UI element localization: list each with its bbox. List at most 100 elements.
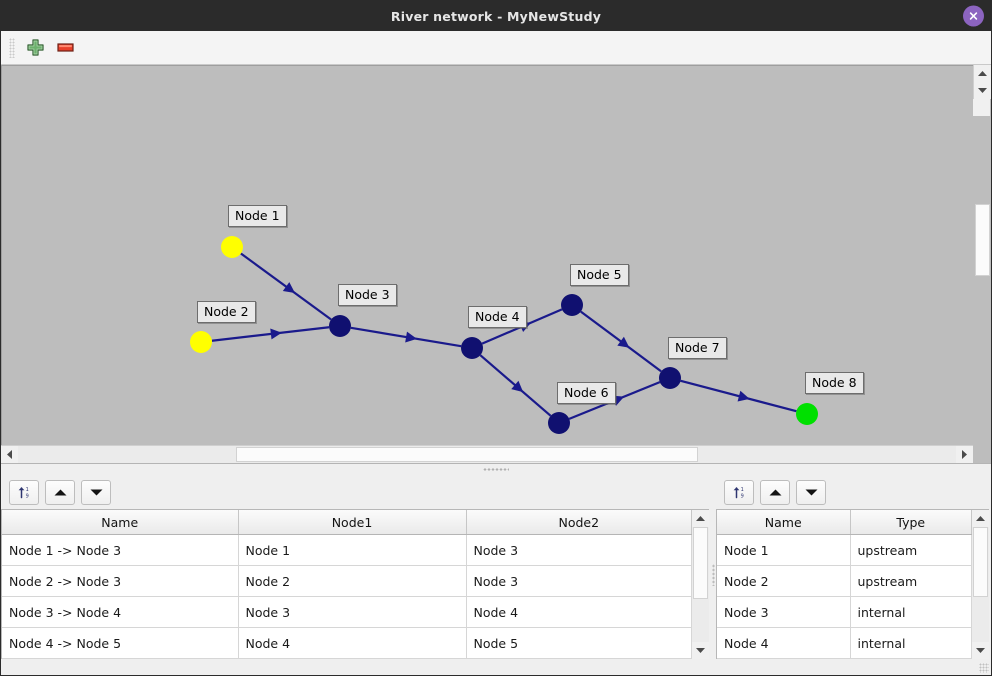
scroll-right-arrow-icon[interactable] bbox=[956, 446, 973, 463]
panel-splitter[interactable] bbox=[1, 463, 991, 475]
table-cell[interactable]: Node 1 -> Node 3 bbox=[2, 534, 239, 566]
graph-node-node-7[interactable] bbox=[659, 367, 681, 389]
table-cell[interactable]: Node 4 bbox=[238, 627, 467, 659]
graph-edge[interactable] bbox=[211, 326, 330, 342]
node-vscroll-thumb[interactable] bbox=[973, 527, 988, 597]
branch-vscroll-thumb[interactable] bbox=[693, 527, 709, 599]
table-cell[interactable]: Node 3 bbox=[466, 565, 693, 597]
table-cell[interactable]: Node 3 bbox=[466, 534, 693, 566]
graph-node-node-2[interactable] bbox=[190, 331, 212, 353]
sort-ascending-icon[interactable]: 1 9 bbox=[724, 479, 754, 505]
arrow-down-icon[interactable] bbox=[81, 479, 111, 505]
scroll-left-arrow-icon[interactable] bbox=[1, 446, 18, 463]
splitter-grip-icon bbox=[483, 468, 509, 471]
graph-edge[interactable] bbox=[240, 252, 332, 321]
table-cell[interactable]: Node 3 -> Node 4 bbox=[2, 596, 239, 628]
branch-scroll-down-arrow-icon[interactable] bbox=[692, 642, 710, 659]
node-scroll-up-arrow-icon[interactable] bbox=[972, 510, 989, 527]
scroll-down-arrow-icon[interactable] bbox=[974, 82, 991, 99]
resize-grip-icon[interactable] bbox=[979, 663, 989, 673]
table-cell[interactable]: upstream bbox=[850, 534, 972, 566]
graph-node-label-node-5[interactable]: Node 5 bbox=[570, 264, 629, 286]
table-cell[interactable]: Node 1 bbox=[238, 534, 467, 566]
table-cell[interactable]: Node 2 bbox=[238, 565, 467, 597]
tables-divider[interactable] bbox=[711, 475, 716, 675]
node-table-vertical-scrollbar[interactable] bbox=[972, 509, 989, 659]
canvas-horizontal-scrollbar[interactable] bbox=[1, 445, 973, 463]
table-cell[interactable]: Node 4 -> Node 5 bbox=[2, 627, 239, 659]
table-cell[interactable]: Node 5 bbox=[466, 627, 693, 659]
node-scroll-down-arrow-icon[interactable] bbox=[972, 642, 989, 659]
scroll-up-arrow-icon[interactable] bbox=[974, 65, 991, 82]
table-cell[interactable]: Node 4 bbox=[466, 596, 693, 628]
branch-scroll-up-arrow-icon[interactable] bbox=[692, 510, 710, 527]
graph-node-label-node-6[interactable]: Node 6 bbox=[557, 382, 616, 404]
canvas-hscroll-track[interactable] bbox=[18, 446, 956, 463]
graph-node-label-node-2[interactable]: Node 2 bbox=[197, 301, 256, 323]
graph-node-node-1[interactable] bbox=[221, 236, 243, 258]
window-title: River network - MyNewStudy bbox=[390, 8, 602, 24]
delete-minus-icon[interactable] bbox=[50, 34, 80, 62]
column-header-node1[interactable]: Node1 bbox=[238, 510, 467, 535]
canvas-vertical-scrollbar[interactable] bbox=[973, 65, 991, 276]
table-cell[interactable]: internal bbox=[850, 596, 972, 628]
network-canvas[interactable]: Node 1 Node 2 Node 3 Node 4 Node 5 Node 6 Node… bbox=[1, 65, 973, 445]
canvas-vscroll-thumb[interactable] bbox=[975, 204, 990, 276]
graph-node-node-4[interactable] bbox=[461, 337, 483, 359]
table-cell[interactable]: Node 2 -> Node 3 bbox=[2, 565, 239, 597]
column-header-node2[interactable]: Node2 bbox=[466, 510, 693, 535]
table-cell[interactable]: internal bbox=[850, 627, 972, 659]
table-cell[interactable]: upstream bbox=[850, 565, 972, 597]
graph-node-label-node-8[interactable]: Node 8 bbox=[805, 372, 864, 394]
column-header-name[interactable]: Name bbox=[2, 510, 239, 535]
svg-text:9: 9 bbox=[25, 493, 28, 499]
graph-node-node-3[interactable] bbox=[329, 315, 351, 337]
title-bar: River network - MyNewStudy bbox=[1, 1, 991, 31]
arrow-down-icon[interactable] bbox=[796, 479, 826, 505]
branch-vscroll-track[interactable] bbox=[692, 527, 710, 642]
graph-node-label-node-7[interactable]: Node 7 bbox=[668, 337, 727, 359]
node-vscroll-track[interactable] bbox=[972, 527, 989, 642]
close-icon[interactable] bbox=[963, 5, 984, 27]
graph-node-node-5[interactable] bbox=[561, 294, 583, 316]
branch-table-vertical-scrollbar[interactable] bbox=[692, 509, 710, 659]
graph-edge[interactable] bbox=[680, 379, 797, 413]
table-cell[interactable]: Node 1 bbox=[717, 534, 851, 566]
graph-node-node-6[interactable] bbox=[548, 412, 570, 434]
table-filler-row bbox=[717, 658, 972, 659]
arrow-up-icon[interactable] bbox=[45, 479, 75, 505]
table-cell[interactable]: Node 4 bbox=[717, 627, 851, 659]
table-cell[interactable]: Node 3 bbox=[238, 596, 467, 628]
graph-edge-arrow-icon bbox=[270, 328, 282, 340]
graph-node-label-node-3[interactable]: Node 3 bbox=[338, 284, 397, 306]
canvas-hscroll-thumb[interactable] bbox=[236, 447, 698, 462]
arrow-up-icon[interactable] bbox=[760, 479, 790, 505]
column-header-name[interactable]: Name bbox=[717, 510, 851, 535]
svg-text:1: 1 bbox=[25, 487, 28, 493]
table-cell[interactable]: Node 3 bbox=[717, 596, 851, 628]
graph-node-label-node-4[interactable]: Node 4 bbox=[468, 306, 527, 328]
add-plus-icon[interactable] bbox=[20, 34, 50, 62]
table-cell[interactable]: Node 2 bbox=[717, 565, 851, 597]
toolbar-grip[interactable] bbox=[9, 37, 15, 58]
graph-edge[interactable] bbox=[350, 326, 462, 348]
column-header-type[interactable]: Type bbox=[850, 510, 972, 535]
sort-ascending-icon[interactable]: 1 9 bbox=[9, 479, 39, 505]
graph-node-label-node-1[interactable]: Node 1 bbox=[228, 205, 287, 227]
graph-node-node-8[interactable] bbox=[796, 403, 818, 425]
